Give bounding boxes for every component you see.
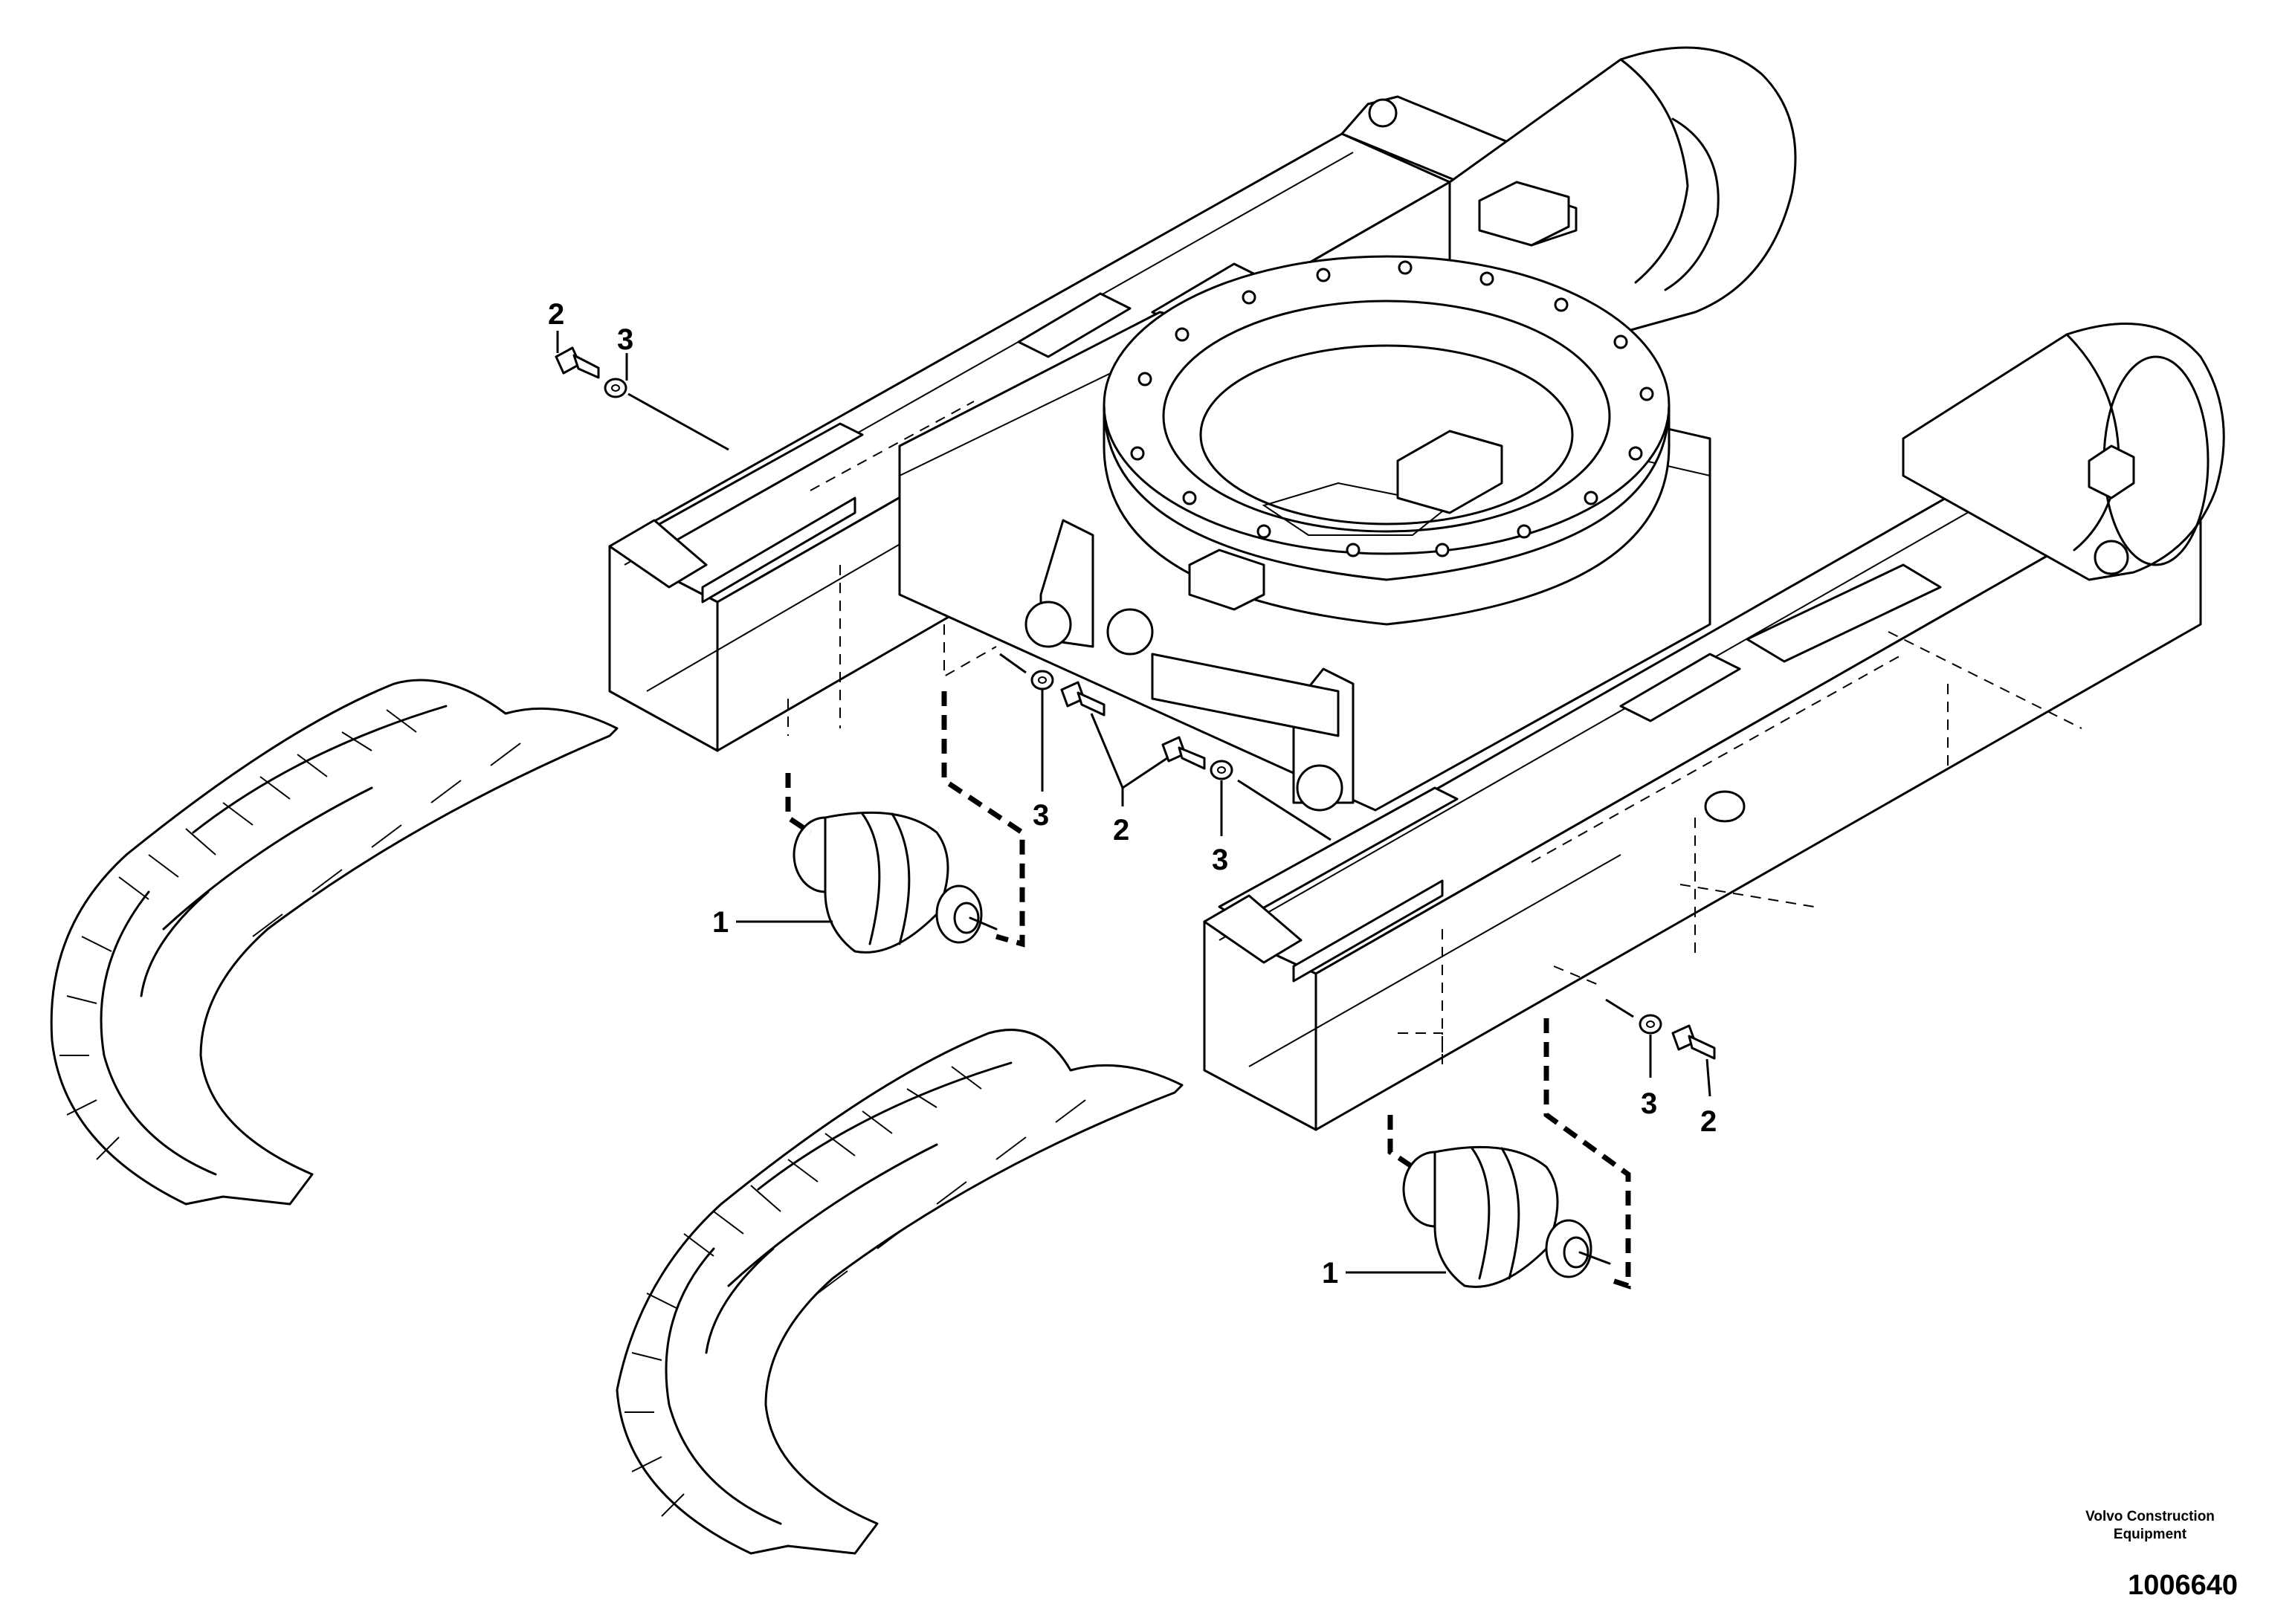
assembly-lines: [627, 392, 1634, 1290]
callout-washer-top-left: 3: [617, 323, 633, 356]
callout-washer-center-right: 3: [1212, 844, 1228, 876]
rubber-track-left: [50, 679, 619, 1206]
callout-washer-bottom-right: 3: [1641, 1087, 1657, 1120]
document-number: 1006640: [2128, 1570, 2238, 1601]
brand-line-2: Equipment: [2113, 1527, 2187, 1542]
track-roller-right: [1402, 1145, 1611, 1288]
callouts: 1 1 2 3 3 2 3 3 2: [548, 298, 1717, 1290]
callout-bolt-bottom-right: 2: [1700, 1105, 1717, 1138]
callout-washer-center-left: 3: [1033, 799, 1049, 832]
callout-roller-right: 1: [1322, 1257, 1338, 1290]
hidden-lines: [787, 401, 2082, 1070]
washer-top-left: [604, 378, 627, 398]
callout-bolt-center: 2: [1113, 814, 1129, 847]
bolt-center-b: [1161, 736, 1206, 770]
brand-label: Volvo Construction Equipment: [2053, 1508, 2247, 1544]
undercarriage-frame: [608, 46, 2225, 1131]
washer-bottom-right: [1639, 1014, 1662, 1035]
brand-line-1: Volvo Construction: [2085, 1509, 2215, 1524]
rubber-track-right: [616, 1029, 1184, 1555]
track-roller-left: [793, 811, 998, 954]
bolt-top-left: [555, 346, 600, 379]
callout-bolt-top-left: 2: [548, 298, 564, 331]
bolt-center-a: [1060, 681, 1106, 716]
washer-center-left: [1030, 670, 1054, 690]
bolt-bottom-right: [1671, 1024, 1716, 1060]
callout-roller-left: 1: [712, 906, 729, 939]
washer-center-right: [1210, 760, 1233, 780]
